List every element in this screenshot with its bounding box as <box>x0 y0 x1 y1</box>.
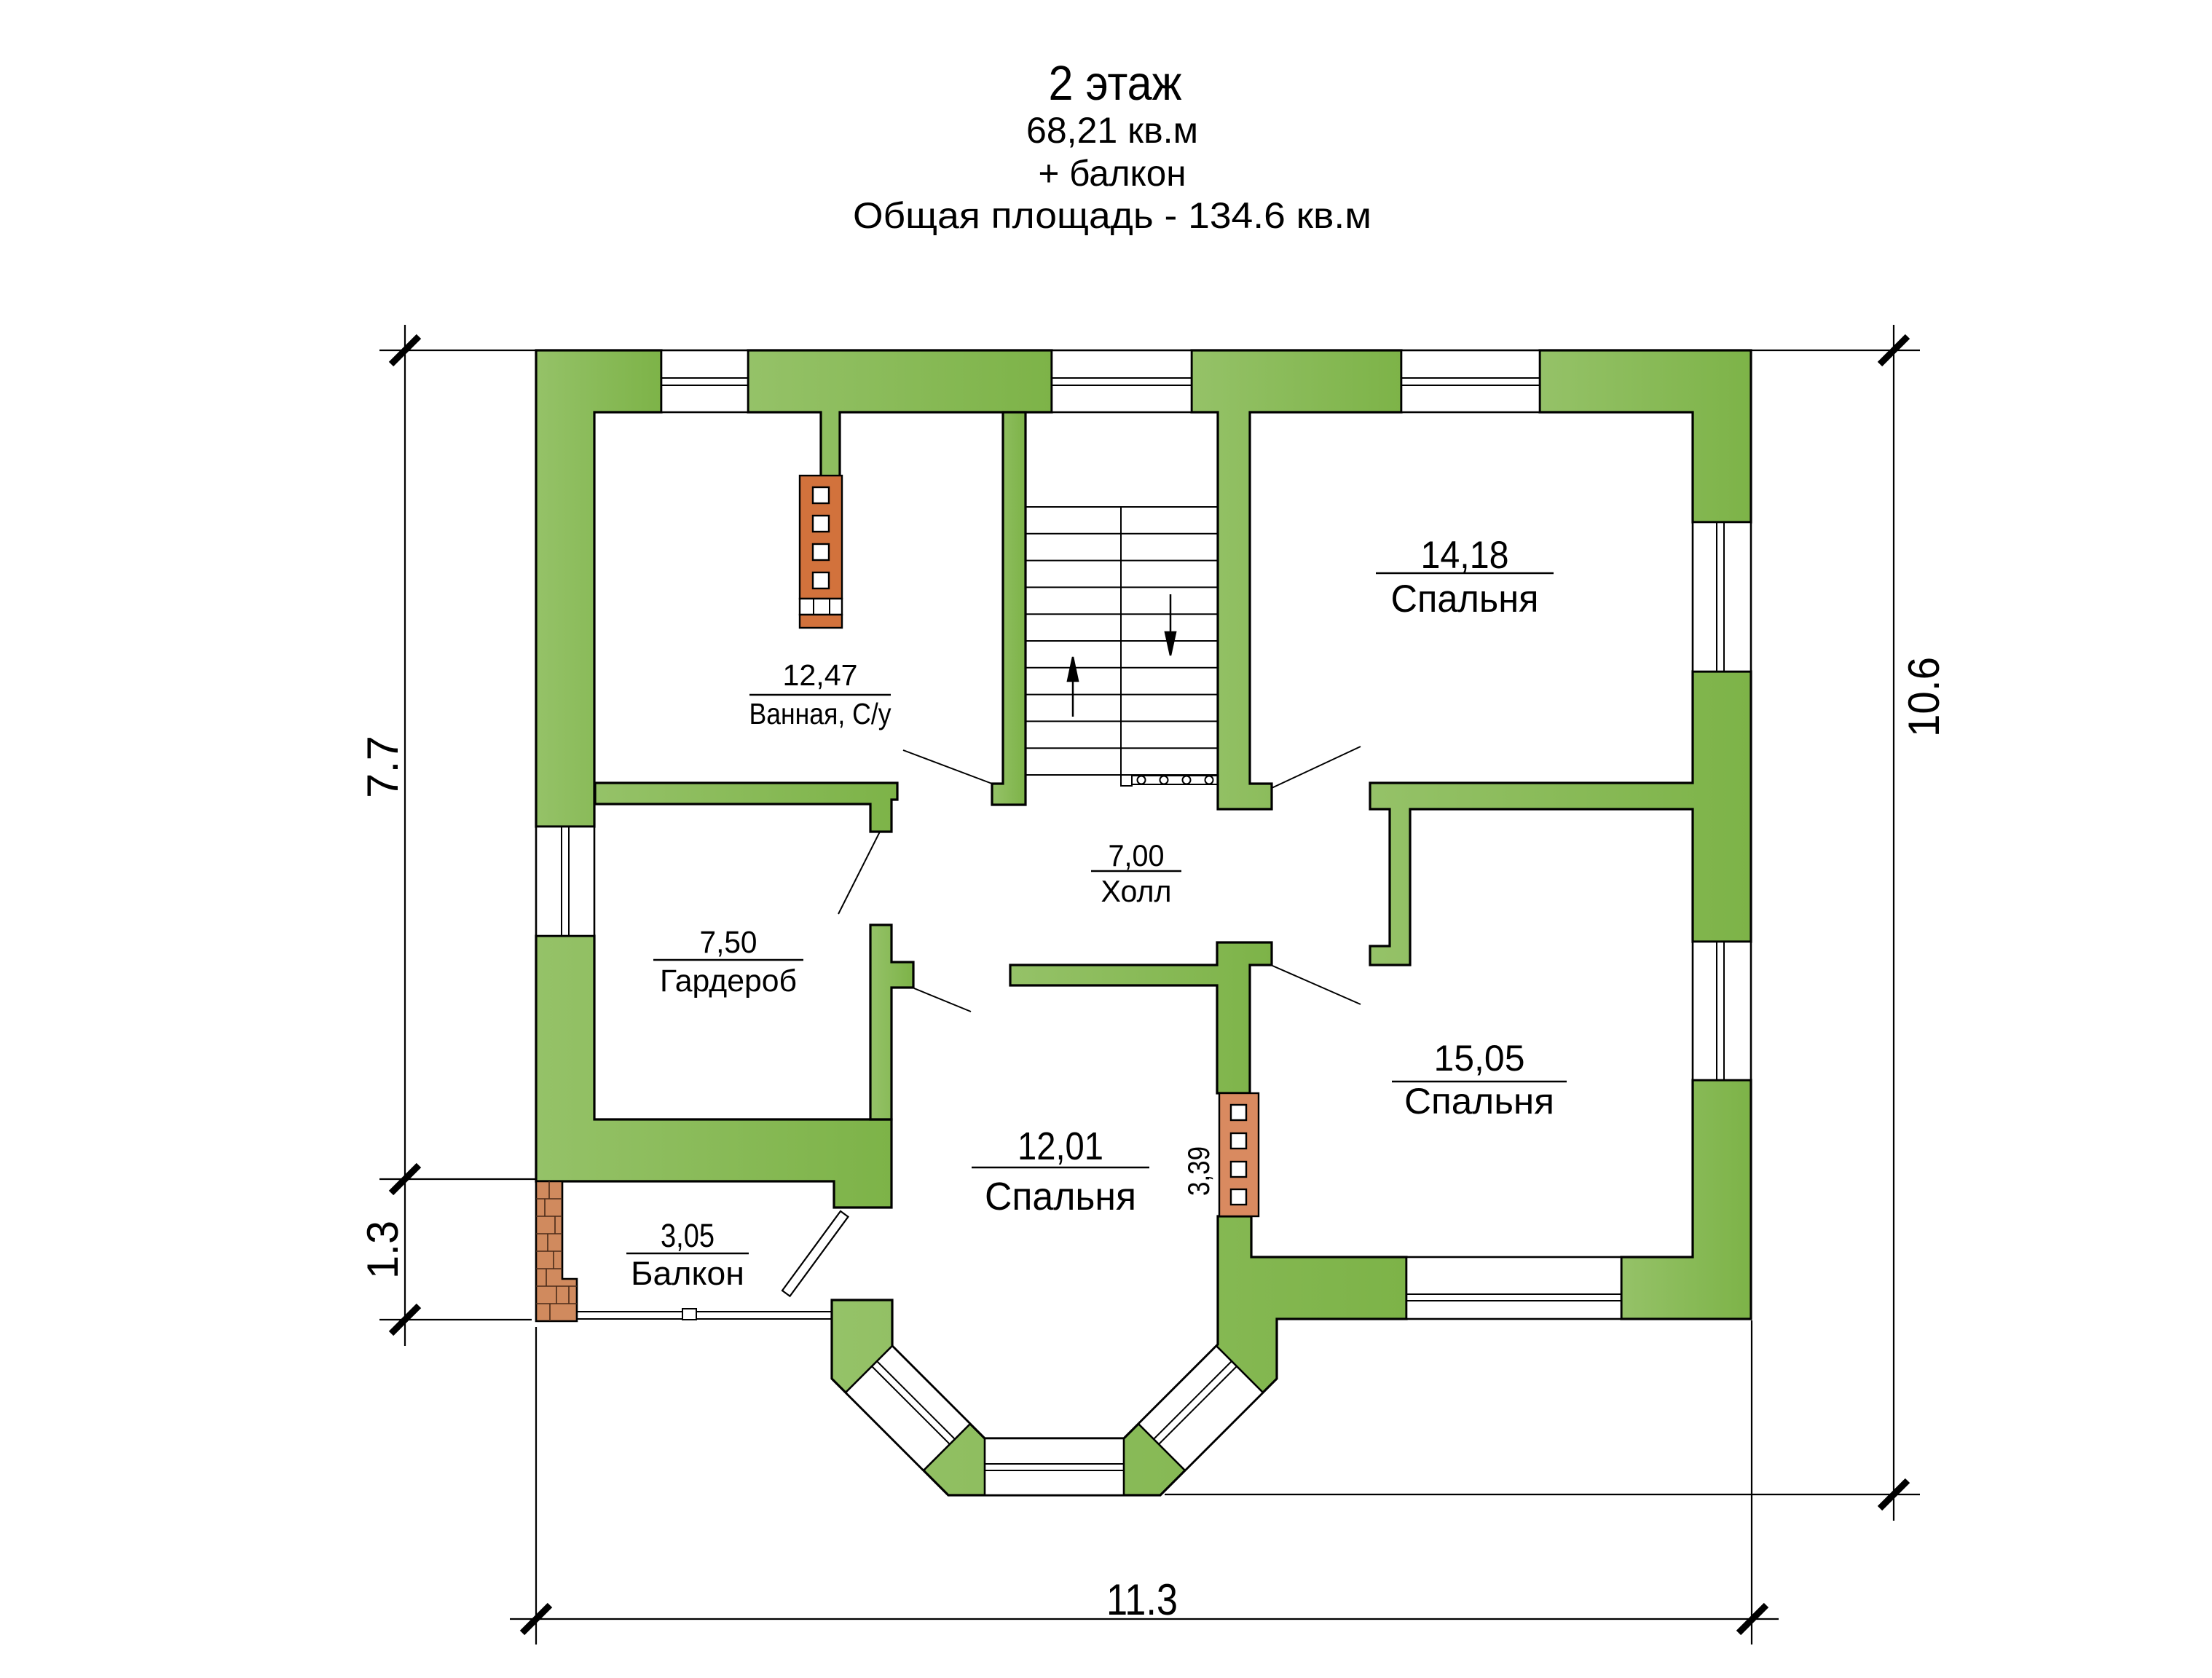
svg-text:Гардероб: Гардероб <box>660 964 797 998</box>
svg-text:10.6: 10.6 <box>1900 657 1948 737</box>
svg-text:3,39: 3,39 <box>1181 1146 1216 1196</box>
svg-text:2 этаж: 2 этаж <box>1049 56 1182 111</box>
svg-text:Холл: Холл <box>1101 874 1172 908</box>
svg-text:Спальня: Спальня <box>1404 1081 1554 1122</box>
svg-text:12,47: 12,47 <box>783 658 858 692</box>
svg-text:Общая площадь - 134.6 кв.м: Общая площадь - 134.6 кв.м <box>853 195 1371 236</box>
svg-text:11.3: 11.3 <box>1106 1575 1178 1624</box>
svg-text:+ балкон: + балкон <box>1039 153 1186 194</box>
svg-text:1.3: 1.3 <box>358 1221 407 1279</box>
svg-text:Спальня: Спальня <box>985 1175 1136 1218</box>
svg-text:12,01: 12,01 <box>1018 1124 1103 1168</box>
svg-text:14,18: 14,18 <box>1421 534 1509 577</box>
svg-text:Ванная, С/у: Ванная, С/у <box>749 697 892 730</box>
svg-text:Балкон: Балкон <box>631 1255 744 1292</box>
svg-text:Спальня: Спальня <box>1391 578 1539 621</box>
svg-text:3,05: 3,05 <box>661 1217 715 1254</box>
svg-text:7.7: 7.7 <box>358 736 407 798</box>
svg-text:7,50: 7,50 <box>700 925 757 960</box>
svg-text:68,21 кв.м: 68,21 кв.м <box>1026 110 1198 151</box>
svg-text:7,00: 7,00 <box>1109 838 1165 873</box>
svg-text:15,05: 15,05 <box>1434 1038 1525 1079</box>
